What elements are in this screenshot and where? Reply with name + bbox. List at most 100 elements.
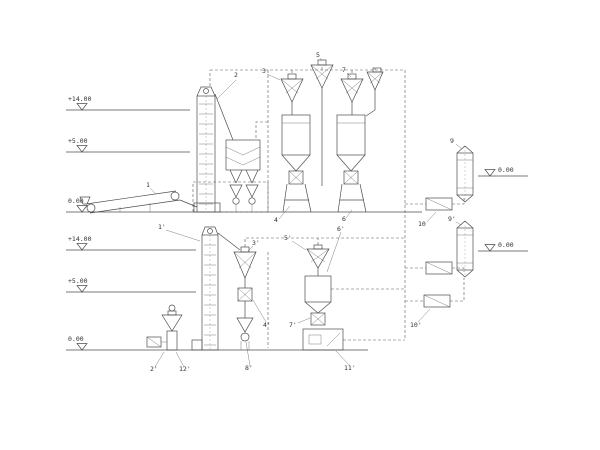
cyclone-5p: 5': [284, 234, 330, 276]
airlock-box: [288, 170, 304, 185]
column: [166, 330, 178, 351]
cyclone-cap: [347, 73, 357, 80]
elevation-triangle-icon: [76, 205, 88, 213]
equipment-label: 8': [245, 364, 253, 372]
elevation-triangle-icon: [76, 145, 88, 153]
elevation-label: +5.00: [68, 137, 88, 145]
equipment-label: 4: [274, 216, 278, 224]
elevation-triangle-icon: [484, 169, 496, 177]
cyclone-body: [306, 248, 330, 269]
elevation-label: +14.00: [68, 95, 92, 103]
mixer-box: [310, 312, 326, 326]
conveyor-pulley: [86, 203, 96, 213]
bucket-elevator-1p: 1': [158, 223, 241, 351]
cyclone-3p: 3': [233, 239, 260, 288]
mixer-7p: 7': [289, 312, 326, 329]
equipment-label: 9': [448, 215, 456, 223]
cyclone-body: [233, 251, 257, 279]
elevation-triangle-icon: [76, 343, 88, 351]
equipment-label: 10: [418, 220, 426, 228]
elevation-label: +14.00: [68, 235, 92, 243]
head-pulley: [203, 88, 209, 94]
equipment-label: 7: [342, 66, 346, 74]
equipment-label: 6: [342, 215, 346, 223]
cyclone-body: [340, 78, 364, 103]
duct-lines-top: [209, 65, 426, 340]
support-stand: [282, 183, 312, 213]
hopper-body: [336, 114, 366, 156]
elevation-triangle-icon: [76, 285, 88, 293]
cyclone-5: 5: [310, 51, 334, 186]
elevator-head: [201, 226, 219, 236]
bucket-elevator-2: 2: [193, 71, 238, 213]
elevation-markers-bottom-left: +14.00 +5.00 0.00: [66, 235, 368, 351]
fan-10p: 10': [410, 278, 465, 329]
duct-line: [291, 65, 376, 74]
duct-line: [450, 278, 465, 302]
duct-line: [255, 121, 268, 140]
cyclone-body: [161, 314, 183, 332]
sieve-machine: [192, 139, 269, 213]
packer-body: [302, 328, 344, 351]
equipment-label: 6': [337, 225, 345, 233]
packer-window: [308, 334, 322, 345]
cyclone-aux: [365, 67, 384, 117]
cyclone-3: 3: [262, 67, 304, 115]
duct-line: [210, 69, 406, 340]
elevation-triangle-icon: [76, 243, 88, 251]
elevation-markers-right: 0.00 0.00: [478, 166, 528, 252]
duct-line: [452, 196, 465, 205]
bin-body: [304, 275, 332, 303]
scale-4p: 4': [237, 287, 271, 329]
discharge-cone: [245, 184, 259, 198]
feeder-8p: 8': [236, 317, 254, 372]
cooler-a: 4: [274, 114, 312, 224]
cyclone-body: [366, 71, 384, 91]
filter-9p: 9': [448, 215, 474, 278]
equipment-label: 5: [316, 51, 320, 59]
duct-line: [452, 267, 465, 272]
elevator-boot: [191, 339, 203, 351]
equipment-label: 9: [450, 137, 454, 145]
cyclone-7: 7: [340, 66, 364, 115]
equipment-label: 4': [263, 321, 271, 329]
equipment-label: 10': [410, 321, 422, 329]
filter-9: 9: [450, 137, 474, 203]
elevation-label: 0.00: [68, 335, 84, 343]
elevation-markers-top-left: +14.00 +5.00 0.00: [66, 95, 422, 213]
fan-10: 10: [418, 196, 465, 228]
sieve-body: [225, 139, 261, 171]
elevation-label: +5.00: [68, 277, 88, 285]
equipment-label: 1: [146, 181, 150, 189]
elevation-label: 0.00: [498, 166, 514, 174]
belt-conveyor: 1: [79, 181, 198, 214]
elevation-label: 0.00: [498, 241, 514, 249]
support-stand: [337, 183, 367, 213]
elevator-boot: [193, 202, 221, 213]
cooler-b: 6: [336, 114, 367, 223]
equipment-label: 2': [150, 365, 158, 373]
cyclone-cap: [240, 246, 250, 253]
equipment-label: 2: [234, 71, 238, 79]
packer-11p: 11': [302, 328, 356, 372]
equipment-label: 11': [344, 364, 356, 372]
cyclone-cap: [167, 310, 177, 316]
hopper-body: [281, 114, 311, 156]
cleaner-2p: 2' 12': [146, 304, 191, 373]
equipment-label: 12': [179, 365, 191, 373]
rotary-valve: [240, 332, 250, 342]
airlock-box: [343, 170, 359, 185]
cyclone-cap: [313, 244, 323, 250]
fan-10b: [425, 261, 465, 275]
elevation-label: 0.00: [68, 197, 84, 205]
elevator-head: [196, 86, 216, 97]
feed-cone: [236, 317, 254, 333]
duct-lines-bottom: [244, 237, 405, 348]
equipment-label: 7': [289, 321, 297, 329]
conveyor-pulley: [170, 191, 180, 201]
discharge-cone: [229, 184, 243, 198]
elevation-triangle-icon: [76, 103, 88, 111]
equipment-label: 1': [158, 223, 166, 231]
equipment-label: 3: [262, 67, 266, 75]
